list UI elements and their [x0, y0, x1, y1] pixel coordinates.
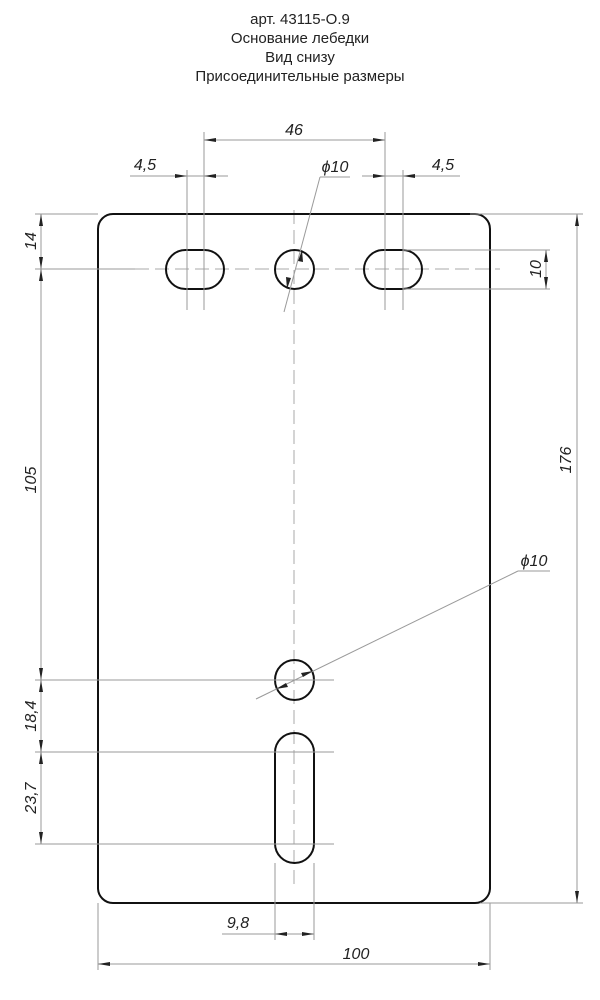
dim-hole-vertical-spacing: 105	[23, 467, 40, 494]
dim-slot-height: 10	[528, 260, 545, 278]
top-round-hole	[274, 249, 315, 290]
dimension-arrows	[39, 138, 579, 966]
dim-hole-to-slot: 18,4	[23, 700, 40, 731]
dim-right-slot-width: 4,5	[432, 157, 454, 174]
right-slot-hole	[363, 249, 423, 290]
drawing-title-block: арт. 43115-O.9 Основание лебедки Вид сни…	[0, 10, 600, 86]
view-name: Вид снизу	[265, 49, 335, 66]
dim-overall-width: 100	[343, 946, 370, 963]
dimension-lines	[40, 139, 578, 965]
base-plate-outline	[97, 213, 491, 904]
drawing-subtitle: Присоединительные размеры	[195, 68, 405, 85]
dim-lower-hole-diameter: ϕ10	[521, 553, 548, 570]
dim-overall-height: 176	[558, 447, 575, 474]
left-slot-hole	[165, 249, 225, 290]
extension-lines	[35, 132, 583, 970]
dim-lower-slot-width: 9,8	[227, 915, 249, 932]
dim-top-offset: 14	[23, 232, 40, 250]
lower-slot-hole	[274, 732, 315, 864]
article-number: арт. 43115-O.9	[250, 11, 350, 28]
dim-left-slot-width: 4,5	[134, 157, 156, 174]
dim-lower-slot-length: 23,7	[23, 781, 40, 814]
dim-top-hole-diameter: ϕ10	[322, 159, 349, 176]
dim-slot-spacing: 46	[285, 122, 303, 139]
part-name: Основание лебедки	[230, 30, 370, 47]
